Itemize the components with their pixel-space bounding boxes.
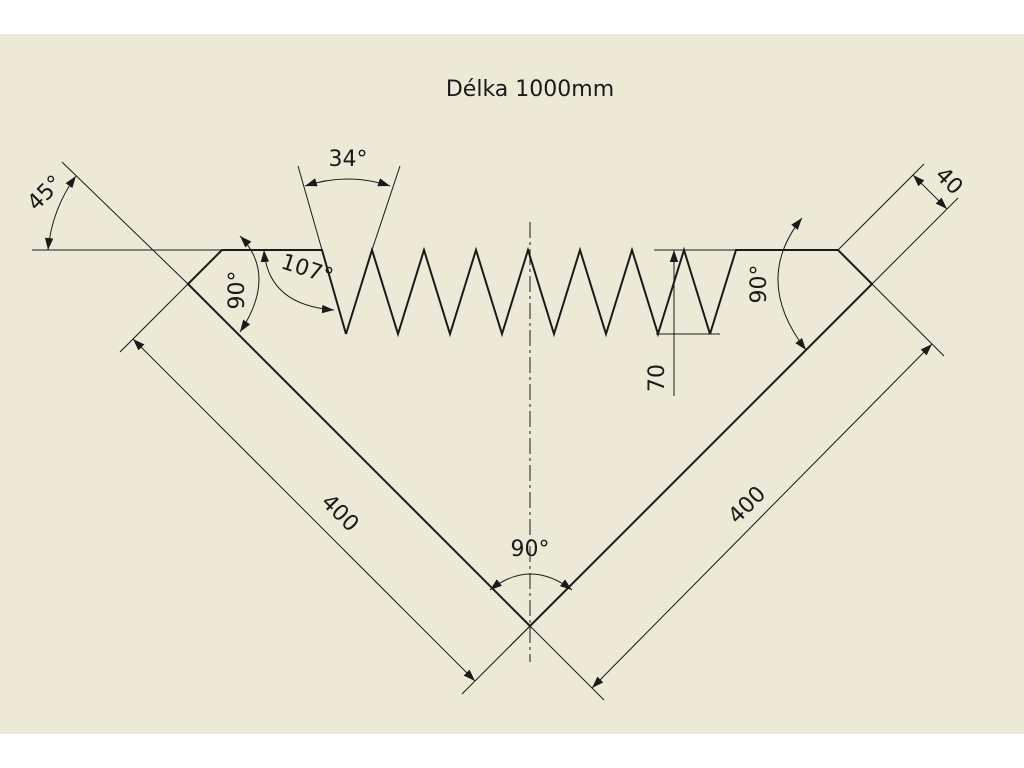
angle-arc xyxy=(777,217,807,351)
depth-70-label: 70 xyxy=(645,364,670,392)
dimension-90-left: 90° xyxy=(225,235,260,333)
angle-34-label: 34° xyxy=(329,147,368,172)
angle-arc xyxy=(489,573,573,591)
extension-line xyxy=(461,625,531,695)
dimension-90-bottom: 90° xyxy=(489,537,573,647)
extension-line xyxy=(61,161,189,285)
angle-90-right-label: 90° xyxy=(747,265,772,304)
dimension-line xyxy=(912,174,948,210)
extension-line xyxy=(371,165,401,251)
angle-90-bottom-label: 90° xyxy=(511,537,550,562)
angle-arc xyxy=(304,178,391,187)
drawing-background xyxy=(0,34,1024,734)
angle-90-left-label: 90° xyxy=(225,271,250,310)
dimension-90-right: 90° xyxy=(747,217,807,351)
angle-arc xyxy=(260,249,335,314)
extension-line xyxy=(837,163,925,251)
angle-arc xyxy=(239,235,260,333)
dimension-34: 34° xyxy=(297,147,401,251)
zigzag-edge xyxy=(345,246,711,338)
technical-drawing: Délka 1000mm 45° 34° 107° 90° 90° 90° xyxy=(0,34,1024,734)
drawing-sheet: Délka 1000mm 45° 34° 107° 90° 90° 90° xyxy=(0,34,1024,734)
angle-arc xyxy=(44,175,77,251)
drawing-title: Délka 1000mm xyxy=(446,77,614,102)
dimension-line xyxy=(132,338,476,682)
extension-line xyxy=(119,283,189,353)
extension-line xyxy=(297,165,323,251)
extension-line xyxy=(871,197,959,285)
dimension-line xyxy=(591,343,933,689)
